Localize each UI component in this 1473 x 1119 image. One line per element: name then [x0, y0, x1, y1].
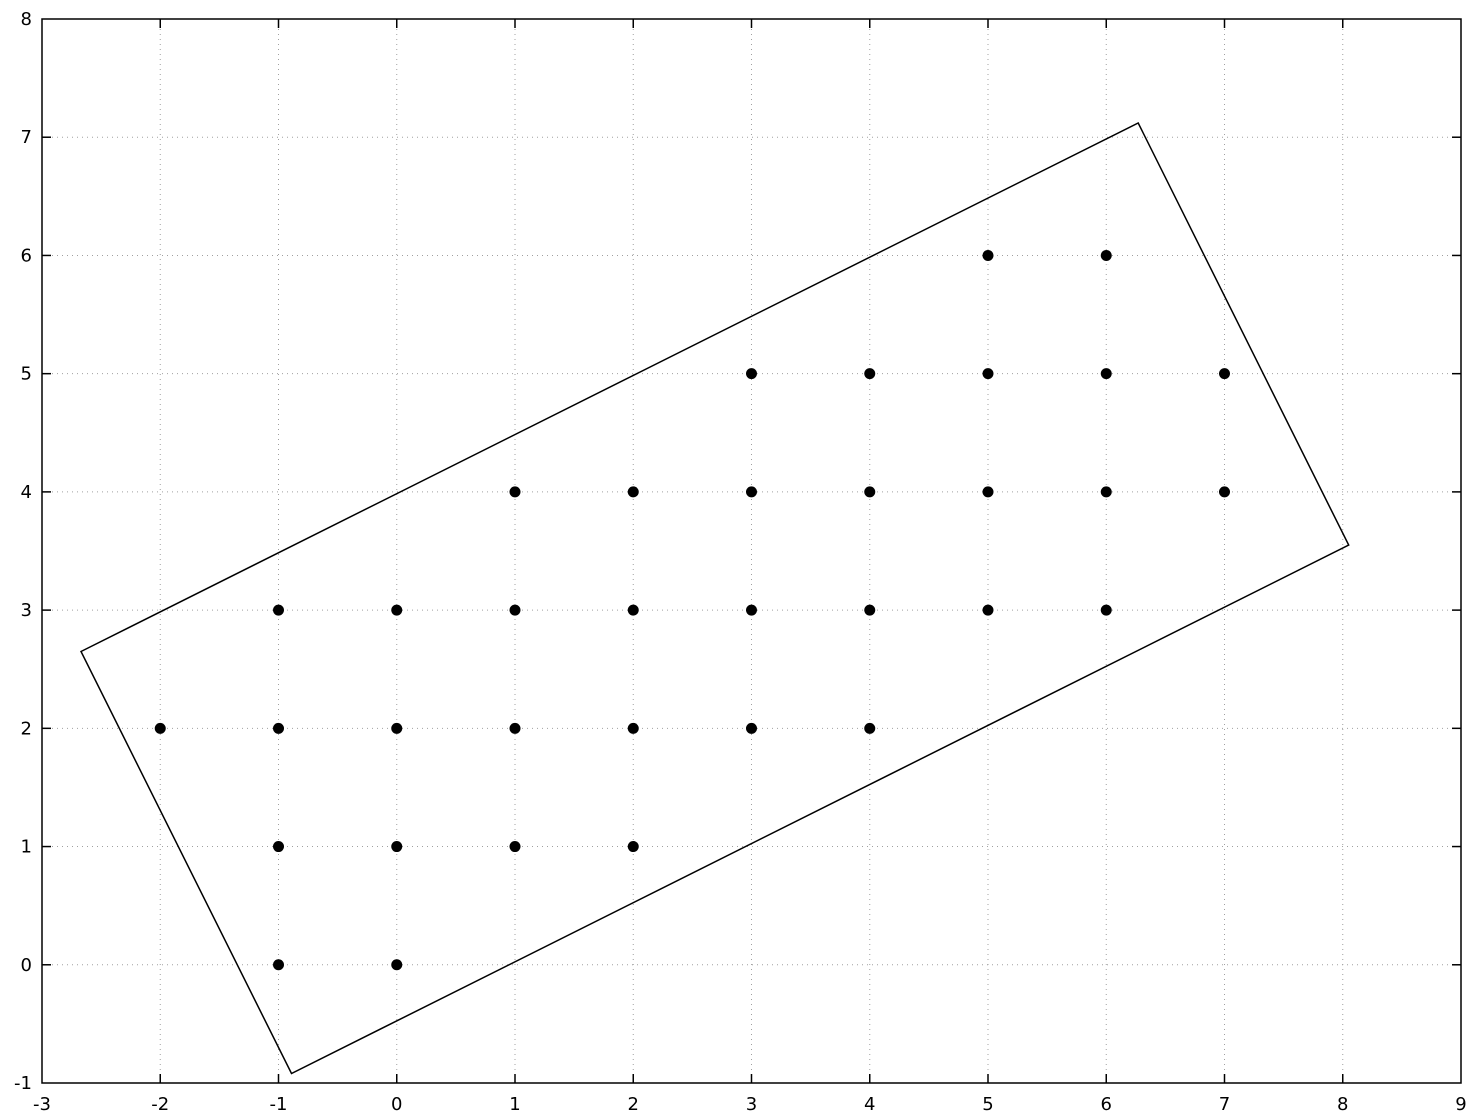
data-point [1100, 604, 1112, 616]
data-point [273, 722, 284, 734]
x-tick-label: 6 [1101, 1094, 1112, 1115]
data-point [1100, 368, 1112, 380]
data-point [273, 841, 284, 853]
grid-layer [42, 19, 1461, 1083]
y-tick-label: 1 [21, 837, 32, 858]
data-point [627, 841, 639, 853]
data-point [509, 604, 521, 616]
x-tick-labels: -3 -2 -1 0 1 2 3 4 5 6 7 8 9 [33, 1094, 1467, 1115]
data-point [746, 722, 757, 734]
data-point [746, 486, 757, 498]
data-point [509, 841, 521, 853]
data-point [391, 604, 403, 616]
data-point [391, 959, 403, 971]
data-point [1219, 368, 1230, 380]
data-point [864, 486, 876, 498]
x-tick-label: 4 [864, 1094, 875, 1115]
data-point [1100, 486, 1112, 498]
data-point [627, 486, 639, 498]
y-tick-label: 6 [21, 245, 32, 266]
data-point [1219, 486, 1230, 498]
plot-frame [41, 18, 1462, 1084]
x-tick-label: 9 [1455, 1094, 1466, 1115]
data-point [982, 486, 994, 498]
data-point [864, 604, 876, 616]
data-point [273, 959, 284, 971]
data-point [982, 604, 994, 616]
ticks-layer [42, 19, 1461, 1083]
y-tick-label: 0 [21, 955, 32, 976]
x-tick-label: 5 [982, 1094, 993, 1115]
x-tick-label: -3 [33, 1094, 51, 1115]
data-point [864, 722, 876, 734]
x-tick-label: 3 [746, 1094, 757, 1115]
y-tick-label: -1 [14, 1073, 32, 1094]
x-tick-label: 0 [391, 1094, 402, 1115]
data-point [982, 249, 994, 261]
x-tick-label: -2 [151, 1094, 169, 1115]
bounding-rectangle [79, 121, 1350, 1075]
x-tick-label: 2 [628, 1094, 639, 1115]
x-tick-label: 7 [1219, 1094, 1230, 1115]
x-tick-label: -1 [270, 1094, 288, 1115]
data-point [627, 604, 639, 616]
x-tick-label: 8 [1337, 1094, 1348, 1115]
y-tick-label: 2 [21, 718, 32, 739]
data-points [154, 249, 1230, 971]
y-tick-labels: -1 0 1 2 3 4 5 6 7 8 [14, 9, 32, 1094]
data-point [627, 722, 639, 734]
data-point [746, 604, 757, 616]
x-tick-label: 1 [509, 1094, 520, 1115]
y-tick-label: 4 [21, 482, 32, 503]
data-point [746, 368, 757, 380]
data-point [273, 604, 284, 616]
y-tick-label: 3 [21, 600, 32, 621]
data-point [509, 486, 521, 498]
data-point [509, 722, 521, 734]
y-tick-label: 5 [21, 364, 32, 385]
data-point [154, 722, 166, 734]
y-tick-label: 7 [21, 127, 32, 148]
y-tick-label: 8 [21, 9, 32, 30]
data-point [391, 722, 403, 734]
data-point [982, 368, 994, 380]
data-point [1100, 249, 1112, 261]
data-point [864, 368, 876, 380]
data-point [391, 841, 403, 853]
